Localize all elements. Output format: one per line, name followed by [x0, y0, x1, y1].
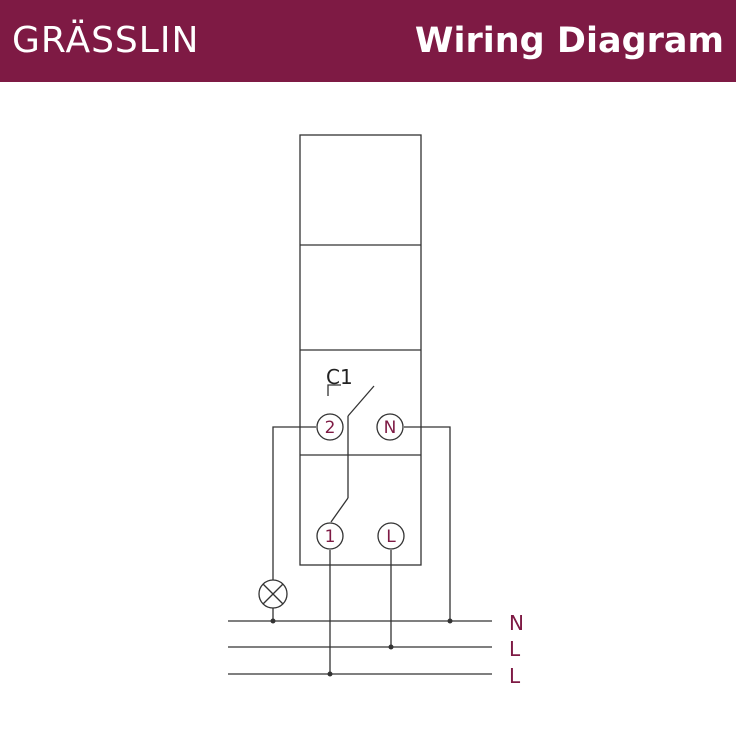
junction-dot: [327, 671, 333, 677]
supply-label-l2: L: [509, 664, 521, 688]
lamp-icon: [258, 579, 288, 609]
terminal-1: [316, 522, 344, 550]
terminal-n: [376, 413, 404, 441]
wire-t2-lamp: [272, 426, 316, 580]
terminal-1-label: 1: [325, 527, 336, 547]
supply-label-l1: L: [509, 637, 521, 661]
contact-c1-switch: [347, 385, 375, 417]
wire-tn-n: [404, 426, 451, 621]
junction-dot: [447, 618, 453, 624]
terminal-l-label: L: [386, 527, 396, 547]
contact-c1-bracket: [327, 384, 341, 396]
contact-c1-label: C1: [326, 365, 353, 389]
junction-dot: [388, 644, 394, 650]
supply-label-n: N: [509, 611, 524, 635]
terminal-2: [316, 413, 344, 441]
brand-logo: GRÄSSLIN: [12, 20, 200, 61]
page-title: Wiring Diagram: [414, 21, 724, 61]
terminal-n-label: N: [384, 418, 397, 438]
junction-dots: [270, 618, 453, 677]
terminal-2-label: 2: [325, 418, 336, 438]
terminal-l: [377, 522, 405, 550]
header-bar: GRÄSSLIN Wiring Diagram: [0, 0, 736, 82]
junction-dot: [270, 618, 276, 624]
contact-c1-wire: [330, 497, 349, 523]
